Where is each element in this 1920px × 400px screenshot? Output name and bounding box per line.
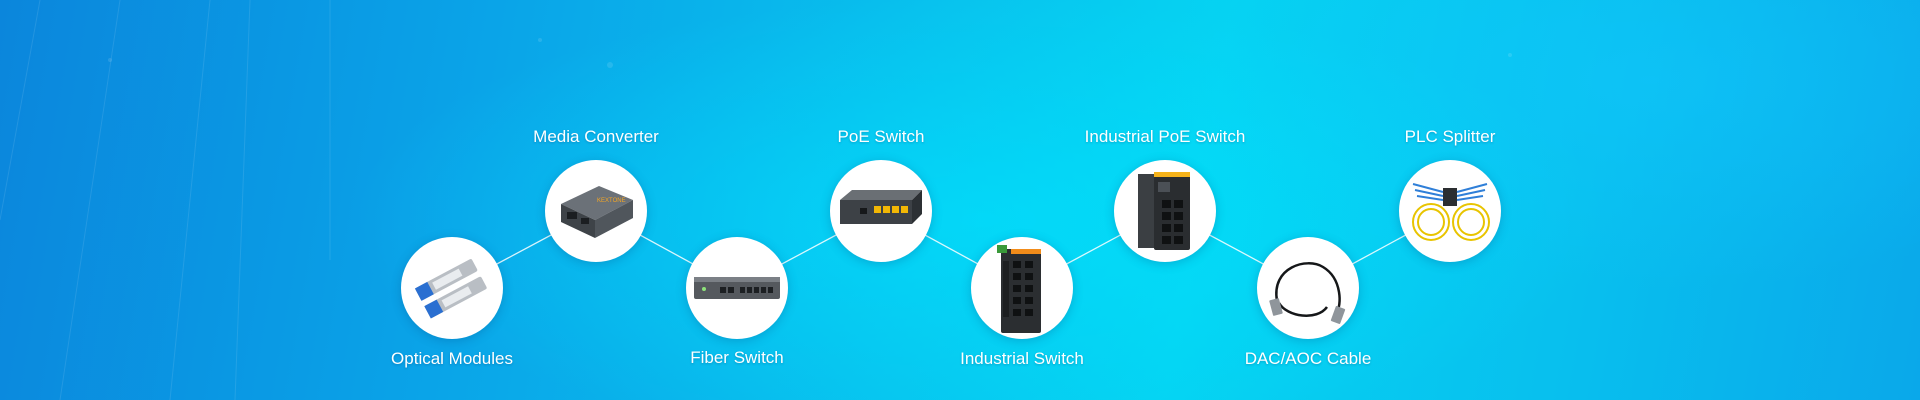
- product-node-industrial-poe-switch[interactable]: [1114, 160, 1216, 262]
- media-converter-icon: KEXTONE: [561, 186, 633, 238]
- plc-splitter-icon: [1412, 183, 1490, 241]
- fiber-switch-icon: [694, 277, 780, 299]
- svg-text:KEXTONE: KEXTONE: [597, 198, 626, 204]
- product-label-poe-switch[interactable]: PoE Switch: [837, 127, 925, 146]
- dac-aoc-cable-icon: [1269, 262, 1346, 324]
- product-label-dac-aoc-cable[interactable]: DAC/AOC Cable: [1244, 349, 1372, 368]
- product-label-plc-splitter[interactable]: PLC Splitter: [1404, 127, 1496, 146]
- product-label-fiber-switch[interactable]: Fiber Switch: [690, 348, 784, 367]
- product-node-industrial-switch[interactable]: [971, 237, 1073, 339]
- poe-switch-icon: [840, 190, 922, 224]
- optical-module-icon: [414, 259, 487, 319]
- product-node-media-converter[interactable]: KEXTONE: [545, 160, 647, 262]
- product-node-fiber-switch[interactable]: [686, 237, 788, 339]
- product-node-plc-splitter[interactable]: [1399, 160, 1501, 262]
- product-label-industrial-switch[interactable]: Industrial Switch: [960, 349, 1084, 368]
- industrial-poe-switch-icon: [1138, 172, 1190, 250]
- product-label-industrial-poe-switch[interactable]: Industrial PoE Switch: [1084, 127, 1246, 146]
- product-node-optical-modules[interactable]: [401, 237, 503, 339]
- product-node-dac-aoc-cable[interactable]: [1257, 237, 1359, 339]
- product-label-optical-modules[interactable]: Optical Modules: [391, 349, 513, 368]
- industrial-switch-icon: [997, 245, 1041, 333]
- product-label-media-converter[interactable]: Media Converter: [533, 127, 659, 146]
- product-node-poe-switch[interactable]: [830, 160, 932, 262]
